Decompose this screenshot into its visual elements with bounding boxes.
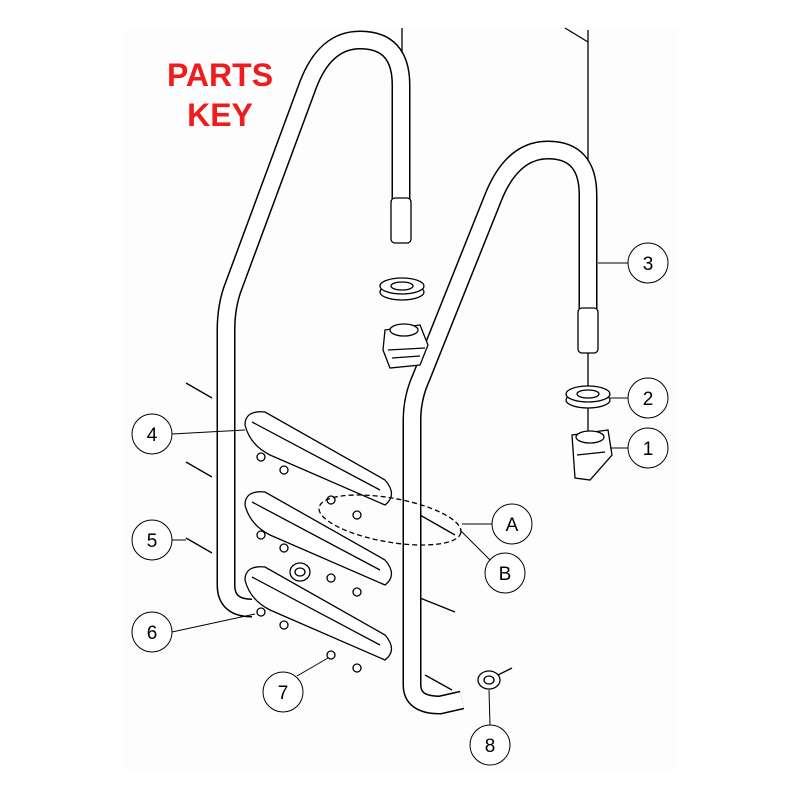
svg-text:4: 4: [147, 425, 158, 446]
tread-3: [244, 566, 393, 661]
svg-text:B: B: [499, 564, 512, 585]
svg-text:2: 2: [643, 389, 654, 410]
svg-text:6: 6: [147, 623, 158, 644]
callout-a: A: [491, 503, 533, 545]
callout-5: 5: [131, 519, 173, 561]
callout-8: 8: [469, 724, 511, 766]
bolts: [185, 382, 456, 691]
tread-2: [244, 491, 393, 586]
anchor-left: [382, 323, 429, 369]
svg-text:8: 8: [485, 736, 496, 757]
svg-text:3: 3: [643, 254, 654, 275]
bumper-left: [289, 562, 311, 582]
escutcheon-left: [379, 277, 425, 301]
parts-key-title: PARTS KEY: [140, 55, 300, 135]
svg-text:7: 7: [278, 683, 289, 704]
callout-3: 3: [627, 242, 669, 284]
svg-text:1: 1: [643, 439, 654, 460]
bumper-right: [477, 667, 513, 690]
callout-6: 6: [131, 611, 173, 653]
detail-outline: [318, 494, 462, 546]
title-line-1: PARTS: [166, 57, 274, 93]
anchor-right: [571, 429, 613, 481]
title-line-2: KEY: [187, 97, 253, 133]
left-handrail: [216, 30, 412, 618]
svg-text:5: 5: [147, 531, 158, 552]
callout-1: 1: [627, 427, 669, 469]
tread-1: [244, 411, 393, 506]
callout-2: 2: [627, 377, 669, 419]
leader-lines: [171, 262, 628, 726]
right-handrail: [402, 140, 599, 715]
escutcheon-right: [565, 385, 611, 409]
svg-text:A: A: [506, 515, 519, 536]
callout-4: 4: [131, 413, 173, 455]
callout-b: B: [484, 552, 526, 594]
axis-arrow: [564, 27, 589, 43]
callout-7: 7: [262, 671, 304, 713]
